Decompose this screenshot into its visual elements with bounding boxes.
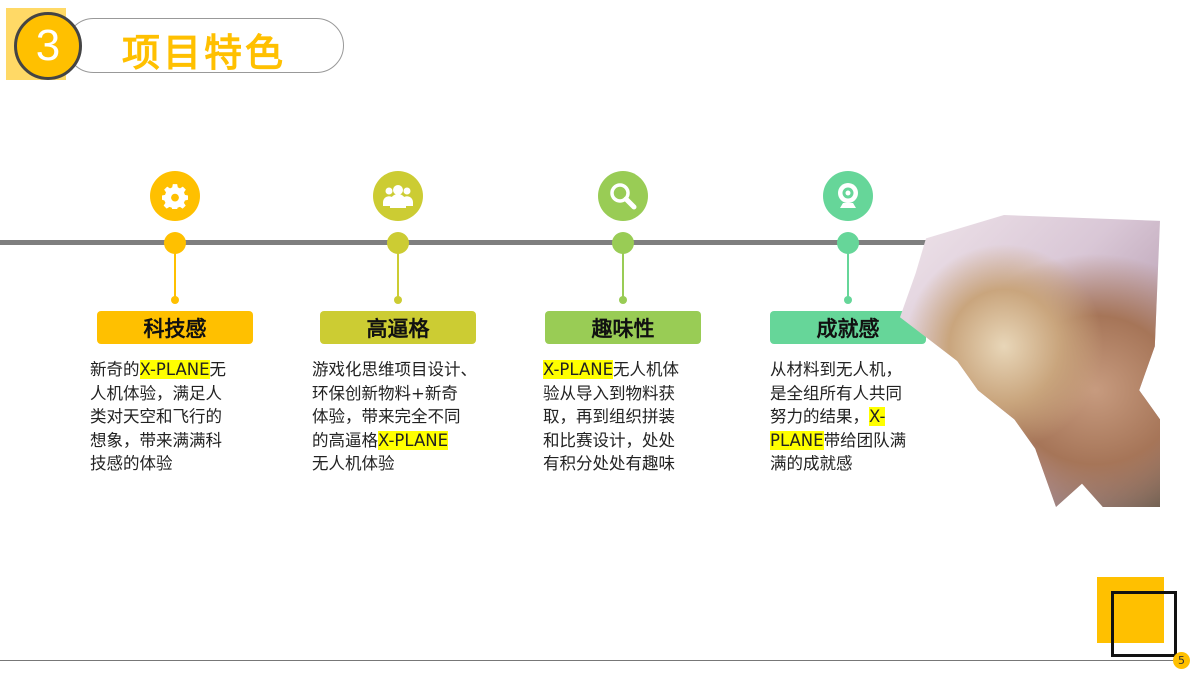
- text-span: 想象，带来满满科: [90, 430, 222, 450]
- description-line: X-PLANE无人机体: [543, 358, 718, 382]
- feature-label: 科技感: [97, 311, 253, 344]
- text-span: 新奇的: [90, 360, 140, 379]
- text-span: 环保创新物料+新奇: [312, 383, 458, 403]
- highlight-text: X-PLANE: [543, 360, 614, 379]
- text-span: 和比赛设计，处处: [543, 430, 675, 450]
- feature-description: 新奇的X-PLANE无人机体验，满足人类对天空和飞行的想象，带来满满科技感的体验: [90, 358, 265, 476]
- footer-divider: [0, 660, 1178, 661]
- section-number: 3: [14, 12, 82, 80]
- text-span: 努力的结果，: [770, 407, 869, 426]
- description-line: 有积分处处有趣味: [543, 452, 718, 476]
- description-line: 取，再到组织拼装: [543, 405, 718, 429]
- users-icon: [373, 171, 423, 221]
- text-span: 人机体验，满足人: [90, 383, 222, 403]
- description-line: 技感的体验: [90, 452, 265, 476]
- text-span: 体验，带来完全不同: [312, 407, 461, 426]
- feature-description: 从材料到无人机，是全组所有人共同努力的结果，X-PLANE带给团队满满的成就感: [770, 358, 945, 476]
- text-span: 带给团队满: [823, 430, 907, 450]
- description-line: 满的成就感: [770, 452, 945, 476]
- text-span: 验从导入到物料获: [543, 383, 675, 403]
- timeline-stem: [847, 243, 849, 301]
- page-title: 项目特色: [122, 31, 287, 75]
- feature-label: 高逼格: [320, 311, 476, 344]
- description-line: 人机体验，满足人: [90, 382, 265, 406]
- decor-square-outline: [1111, 591, 1177, 657]
- description-line: 和比赛设计，处处: [543, 429, 718, 453]
- timeline-stem: [622, 243, 624, 301]
- timeline-stem: [174, 243, 176, 301]
- header-pill: [66, 18, 344, 73]
- description-line: 验从导入到物料获: [543, 382, 718, 406]
- text-span: 游戏化思维项目设计、: [312, 360, 477, 379]
- text-span: 无: [209, 360, 227, 379]
- text-span: 无人机体验: [312, 454, 395, 473]
- decor-square-yellow: [1097, 577, 1164, 643]
- text-span: 取，再到组织拼装: [543, 407, 675, 426]
- text-span: 无人机体: [613, 360, 680, 379]
- feature-label: 趣味性: [545, 311, 701, 344]
- timeline: [0, 240, 930, 245]
- feature-description: X-PLANE无人机体验从导入到物料获取，再到组织拼装和比赛设计，处处有积分处处…: [543, 358, 718, 476]
- stem-dot: [619, 296, 627, 304]
- highlight-text: PLANE: [770, 430, 824, 450]
- text-span: 从材料到无人机，: [770, 360, 902, 379]
- timeline-stem: [397, 243, 399, 301]
- stem-dot: [394, 296, 402, 304]
- page-number: 5: [1173, 652, 1190, 669]
- gear-icon: [150, 171, 200, 221]
- highlight-text: X-PLANE: [378, 430, 449, 450]
- description-line: PLANE带给团队满: [770, 429, 945, 453]
- description-line: 体验，带来完全不同: [312, 405, 487, 429]
- text-span: 有积分处处有趣味: [543, 454, 675, 473]
- highlight-text: X-PLANE: [139, 360, 210, 379]
- description-line: 游戏化思维项目设计、: [312, 358, 487, 382]
- stem-dot: [171, 296, 179, 304]
- text-span: 是全组所有人共同: [770, 383, 902, 403]
- stem-dot: [844, 296, 852, 304]
- description-line: 新奇的X-PLANE无: [90, 358, 265, 382]
- search-icon: [598, 171, 648, 221]
- description-line: 无人机体验: [312, 452, 487, 476]
- text-span: 类对天空和飞行的: [90, 407, 222, 426]
- text-span: 的高逼格: [312, 430, 378, 450]
- feature-label: 成就感: [770, 311, 926, 344]
- description-line: 是全组所有人共同: [770, 382, 945, 406]
- description-line: 从材料到无人机，: [770, 358, 945, 382]
- description-line: 的高逼格X-PLANE: [312, 429, 487, 453]
- description-line: 环保创新物料+新奇: [312, 382, 487, 406]
- highlight-text: X-: [869, 407, 886, 426]
- text-span: 满的成就感: [770, 454, 853, 473]
- text-span: 技感的体验: [90, 454, 173, 473]
- description-line: 想象，带来满满科: [90, 429, 265, 453]
- webcam-icon: [823, 171, 873, 221]
- description-line: 努力的结果，X-: [770, 405, 945, 429]
- description-line: 类对天空和飞行的: [90, 405, 265, 429]
